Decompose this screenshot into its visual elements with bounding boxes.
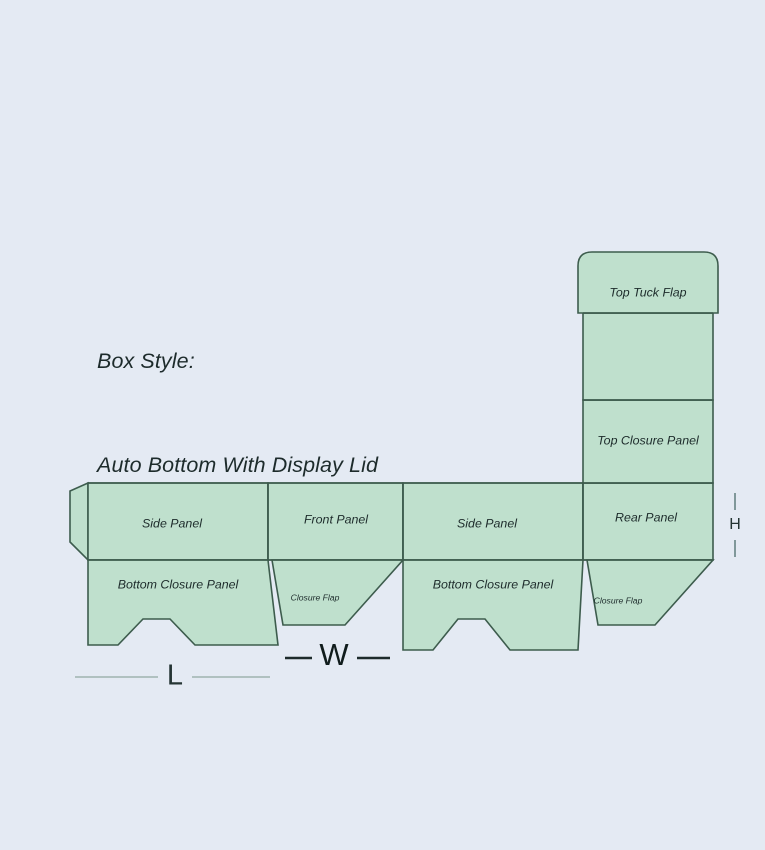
closure-flap-rear-shape <box>586 559 715 626</box>
rear-panel-label: Rear Panel <box>615 510 678 524</box>
length-dim-label: L <box>167 660 183 692</box>
top-tuck-flap-label: Top Tuck Flap <box>609 285 686 299</box>
box-style-title: Box Style: Auto Bottom With Display Lid <box>97 274 378 553</box>
top-tuck-flap-shape <box>577 251 719 314</box>
box-style-name: Auto Bottom With Display Lid <box>97 453 379 478</box>
bottom-closure-panel-left-shape <box>87 559 279 646</box>
closure-flap-rear-label: Closure Flap <box>594 595 643 605</box>
top-closure-panel-shape <box>582 399 714 484</box>
side-panel-right-shape <box>402 482 584 561</box>
bottom-closure-panel-right-shape <box>402 559 584 651</box>
bottom-closure-panel-right-label: Bottom Closure Panel <box>433 577 555 591</box>
closure-flap-front-label: Closure Flap <box>291 592 340 602</box>
side-panel-left-label: Side Panel <box>142 516 203 530</box>
rear-panel-shape <box>582 482 714 561</box>
side-panel-left-shape <box>87 482 269 561</box>
top-closure-panel-label: Top Closure Panel <box>597 433 700 447</box>
glue-tab <box>69 481 89 562</box>
bottom-closure-panel-left-label: Bottom Closure Panel <box>118 577 240 591</box>
front-panel-label: Front Panel <box>304 512 369 526</box>
width-dim-label: W <box>319 637 349 672</box>
top-lid-panel-shape <box>582 312 714 401</box>
side-panel-right-label: Side Panel <box>457 516 518 530</box>
height-dim-label: H <box>729 516 741 533</box>
box-style-label: Box Style: <box>97 348 195 373</box>
